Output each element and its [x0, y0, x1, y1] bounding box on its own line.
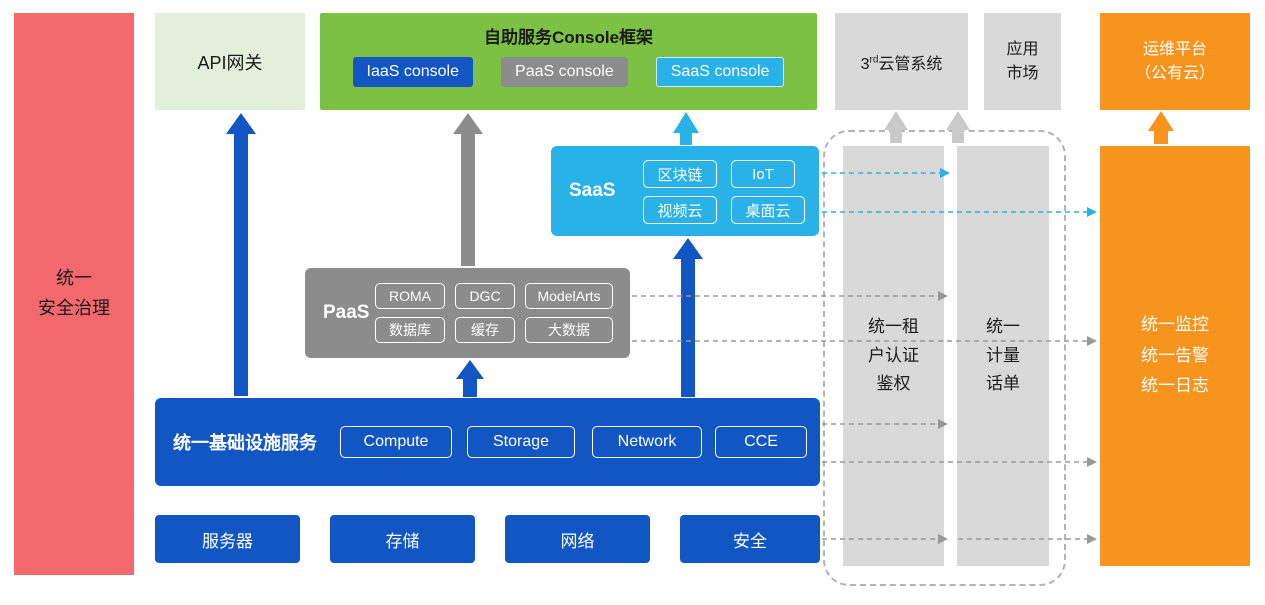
app-market-box: 应用 市场: [984, 13, 1061, 110]
paas-item: DGC: [455, 283, 515, 309]
infrastructure-box: 统一基础设施服务 Compute Storage Network CCE: [155, 398, 820, 486]
paas-item: 缓存: [455, 317, 515, 343]
saas-box: SaaS 区块链 IoT 视频云 桌面云: [551, 146, 819, 236]
link-infra-to-monitor-arrowhead: [1087, 457, 1097, 467]
arrow-saas-to-console: [673, 112, 699, 145]
saas-item: IoT: [731, 160, 795, 188]
console-framework-title: 自助服务Console框架: [483, 28, 654, 47]
resource-server-box: 服务器: [155, 515, 300, 563]
arrow-infra-to-paas: [456, 360, 484, 397]
infrastructure-item: Compute: [340, 426, 452, 458]
saas-item: 区块链: [643, 160, 717, 188]
console-framework-box: 自助服务Console框架 IaaS console PaaS console …: [320, 13, 817, 110]
saas-item: 视频云: [643, 196, 717, 224]
infrastructure-item: Network: [592, 426, 702, 458]
paas-box: PaaS ROMA DGC ModelArts 数据库 缓存 大数据: [305, 268, 630, 358]
console-button-row: IaaS console PaaS console SaaS console: [352, 57, 785, 87]
shared-services-dashed-group: [823, 130, 1066, 586]
arrow-infra-to-api-gateway: [226, 113, 256, 396]
arrow-infra-to-saas: [673, 238, 703, 397]
arrow-paas-to-console: [453, 113, 483, 266]
resource-network-box: 网络: [505, 515, 650, 563]
tenant-auth-bar: 统一租 户认证 鉴权: [843, 146, 944, 566]
infrastructure-item: Storage: [467, 426, 575, 458]
infrastructure-item: CCE: [715, 426, 807, 458]
paas-console-button: PaaS console: [501, 57, 628, 87]
paas-item: ModelArts: [525, 283, 613, 309]
resource-security-box: 安全: [680, 515, 820, 563]
saas-label: SaaS: [569, 180, 616, 201]
link-saas-to-monitor-arrowhead: [1087, 207, 1097, 217]
infrastructure-label: 统一基础设施服务: [173, 433, 317, 453]
paas-item: ROMA: [375, 283, 445, 309]
link-paas-to-monitor-arrowhead: [1087, 336, 1097, 346]
saas-console-button: SaaS console: [655, 57, 785, 87]
arrow-monitor-to-om-platform: [1148, 111, 1174, 144]
security-governance-bar: 统一 安全治理: [14, 13, 134, 575]
link-resources-to-monitor-arrowhead: [1087, 534, 1097, 544]
metering-bar: 统一 计量 话单: [957, 146, 1049, 566]
monitoring-bar: 统一监控 统一告警 统一日志: [1100, 146, 1250, 566]
paas-item: 大数据: [525, 317, 613, 343]
paas-label: PaaS: [323, 302, 370, 323]
third-party-cloud-label: 3rd云管系统: [860, 54, 943, 73]
saas-item: 桌面云: [731, 196, 805, 224]
paas-item: 数据库: [375, 317, 445, 343]
om-platform-box: 运维平台 （公有云）: [1100, 13, 1250, 110]
api-gateway-box: API网关: [155, 13, 305, 110]
third-party-cloud-box: 3rd云管系统: [835, 13, 968, 110]
resource-storage-box: 存储: [330, 515, 475, 563]
iaas-console-button: IaaS console: [352, 57, 474, 87]
